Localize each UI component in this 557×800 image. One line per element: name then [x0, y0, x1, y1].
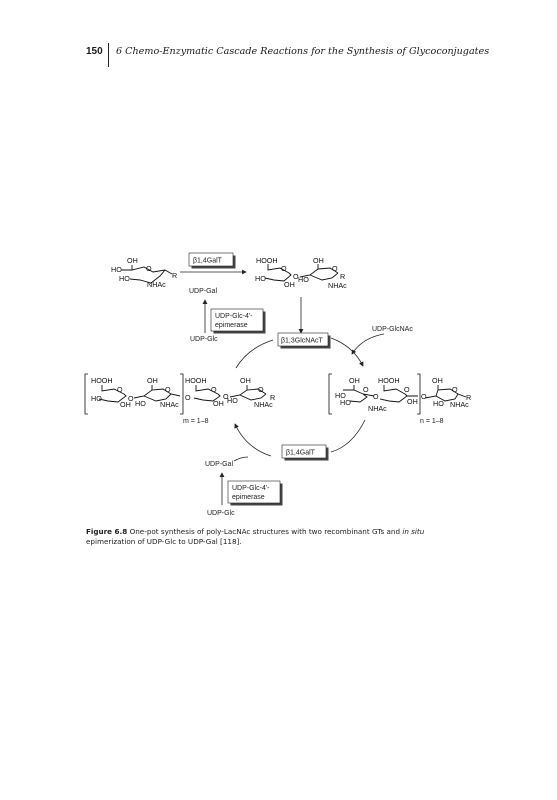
svg-text:O: O — [293, 272, 299, 281]
arrow-udp-gal-bottom — [233, 456, 249, 462]
udp-glc-top: UDP-Glc — [190, 336, 218, 343]
structure-top-left: OH HO HO O R NHAc — [111, 256, 177, 289]
svg-text:epimerase: epimerase — [215, 322, 248, 329]
svg-text:NHAc: NHAc — [147, 280, 166, 289]
svg-text:OH: OH — [313, 256, 324, 265]
svg-text:OH: OH — [147, 376, 158, 385]
svg-text:O: O — [258, 385, 264, 394]
svg-text:HO: HO — [298, 275, 309, 284]
svg-text:O: O — [146, 264, 152, 273]
header-divider — [108, 43, 109, 67]
repeat-n: n = 1–8 — [420, 418, 444, 425]
udp-glcnac: UDP-GlcNAc — [372, 326, 413, 333]
udp-glc-bottom: UDP-Glc — [207, 510, 235, 517]
cycle-arc-bottom-left — [234, 423, 272, 457]
cycle-arc-top-left — [235, 339, 274, 369]
svg-text:β1,4GalT: β1,4GalT — [193, 258, 223, 265]
enzyme-epimerase-top: UDP-Glc-4'- epimerase — [210, 308, 264, 332]
svg-text:HO: HO — [255, 274, 266, 283]
svg-text:R: R — [340, 272, 345, 281]
svg-text:HO: HO — [91, 394, 102, 403]
figure-caption: Figure 6.8 One-pot synthesis of poly-Lac… — [86, 527, 472, 547]
running-title: 6 Chemo-Enzymatic Cascade Reactions for … — [116, 46, 490, 57]
svg-text:HO: HO — [135, 399, 146, 408]
svg-text:OH: OH — [284, 280, 295, 289]
page-number: 150 — [86, 46, 103, 57]
svg-text:OH: OH — [432, 376, 443, 385]
svg-text:HO: HO — [227, 396, 238, 405]
cycle-arc-bottom-right — [330, 419, 366, 453]
svg-text:O: O — [421, 392, 427, 401]
running-header: 150 6 Chemo-Enzymatic Cascade Reactions … — [86, 43, 517, 67]
caption-text-1: One-pot synthesis of poly-LacNAc structu… — [129, 527, 401, 536]
svg-text:O: O — [363, 385, 369, 394]
svg-text:HOOH: HOOH — [378, 376, 400, 385]
svg-text:β1,3GlcNAcT: β1,3GlcNAcT — [281, 338, 323, 345]
enzyme-glcnact: β1,3GlcNAcT — [277, 332, 329, 347]
svg-text:UDP-Glc-4'-: UDP-Glc-4'- — [232, 485, 270, 492]
svg-text:O: O — [404, 385, 410, 394]
cycle-arc-top-right — [330, 337, 364, 367]
structure-left-polymer: HOOH OH O O HO O HO OH NHAc HOOH OH O O … — [84, 373, 275, 425]
svg-text:O: O — [128, 394, 134, 403]
svg-text:NHAc: NHAc — [328, 281, 347, 290]
svg-text:O: O — [281, 264, 287, 273]
caption-italic: in situ — [402, 527, 425, 536]
svg-text:epimerase: epimerase — [232, 494, 265, 501]
svg-text:O: O — [185, 393, 191, 402]
svg-text:OH: OH — [127, 256, 138, 265]
svg-text:HO: HO — [111, 265, 122, 274]
svg-text:O: O — [223, 392, 229, 401]
svg-text:OH: OH — [349, 376, 360, 385]
svg-text:NHAc: NHAc — [254, 400, 273, 409]
svg-text:OH: OH — [213, 399, 224, 408]
svg-text:HO: HO — [340, 398, 351, 407]
enzyme-epimerase-bottom: UDP-Glc-4'- epimerase — [227, 480, 281, 504]
svg-text:NHAc: NHAc — [450, 400, 469, 409]
svg-text:R: R — [270, 393, 275, 402]
udp-gal-bottom: UDP-Gal — [205, 461, 233, 468]
svg-text:HO: HO — [335, 391, 346, 400]
enzyme-galt-top: β1,4GalT — [188, 252, 234, 267]
svg-text:HOOH: HOOH — [91, 376, 113, 385]
svg-text:HO: HO — [119, 274, 130, 283]
svg-text:R: R — [172, 271, 177, 280]
svg-text:O: O — [452, 385, 458, 394]
svg-text:OH: OH — [240, 376, 251, 385]
svg-text:UDP-Glc-4'-: UDP-Glc-4'- — [215, 313, 253, 320]
svg-text:OH: OH — [120, 400, 131, 409]
svg-text:NHAc: NHAc — [160, 400, 179, 409]
repeat-m: m = 1–8 — [183, 418, 209, 425]
structure-top-right: HOOH OH HO O O O HO OH R NHAc — [255, 256, 347, 290]
svg-text:O: O — [165, 385, 171, 394]
svg-text:O: O — [211, 385, 217, 394]
structure-right-polymer: OH HOOH O O HO HO O OH NHAc OH O O HO R … — [328, 373, 471, 425]
svg-text:R: R — [466, 393, 471, 402]
svg-text:O: O — [332, 264, 338, 273]
svg-text:β1,4GalT: β1,4GalT — [286, 450, 316, 457]
caption-text-2: epimerization of UDP-Glc to UDP-Gal [118… — [86, 537, 242, 546]
svg-text:NHAc: NHAc — [368, 404, 387, 413]
svg-text:HO: HO — [433, 399, 444, 408]
svg-text:HOOH: HOOH — [185, 376, 207, 385]
figure-label: Figure 6.8 — [86, 527, 128, 536]
udp-gal-top: UDP-Gal — [189, 288, 217, 295]
svg-text:OH: OH — [407, 397, 418, 406]
svg-text:O: O — [373, 392, 379, 401]
arrow-udp-glcnac — [351, 333, 385, 355]
enzyme-galt-bottom: β1,4GalT — [281, 444, 327, 459]
svg-text:HOOH: HOOH — [256, 256, 278, 265]
svg-text:O: O — [117, 385, 123, 394]
